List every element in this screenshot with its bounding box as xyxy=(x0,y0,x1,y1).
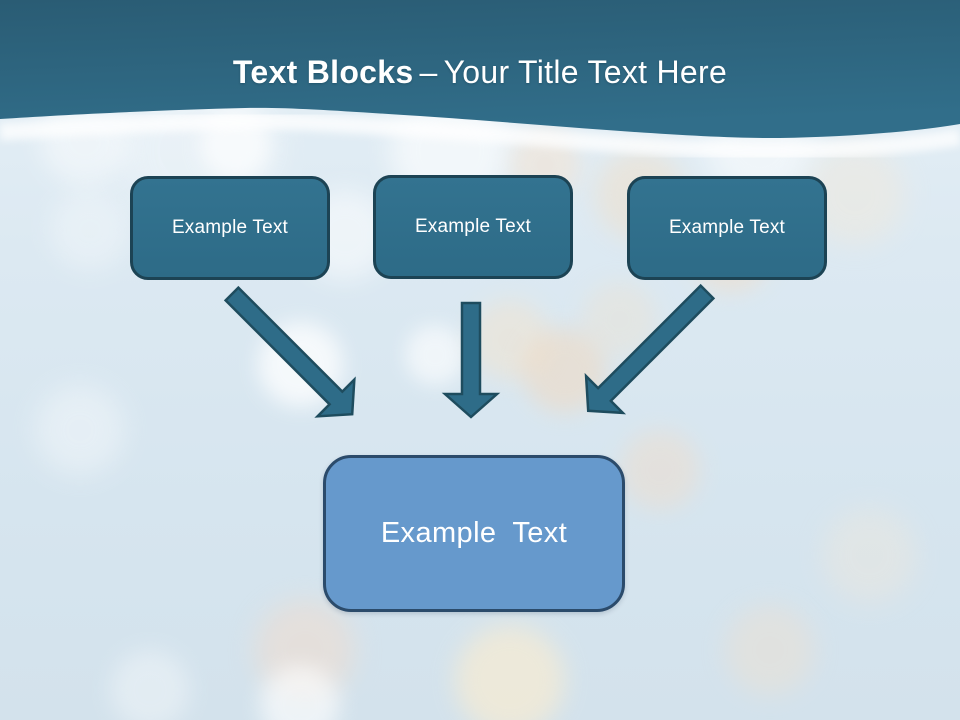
bokeh-circle xyxy=(110,650,190,720)
title-rest-text: Your Title Text Here xyxy=(443,54,728,90)
text-block-2-label: Example Text xyxy=(414,216,532,237)
bokeh-circle xyxy=(620,430,700,510)
result-block[interactable]: Example Text xyxy=(323,455,625,612)
slide-title[interactable]: Text Blocks–Your Title Text Here xyxy=(0,54,960,91)
arrow-down-right-icon[interactable] xyxy=(214,276,371,433)
header-band-shape xyxy=(0,0,960,139)
bokeh-circle xyxy=(455,625,565,720)
result-block-label: Example Text xyxy=(380,517,568,549)
bokeh-circle xyxy=(405,325,465,385)
arrow-down-icon[interactable] xyxy=(441,301,501,419)
text-block-3[interactable]: Example Text xyxy=(627,176,827,280)
title-bold-text: Text Blocks xyxy=(232,54,414,90)
bokeh-circle xyxy=(725,605,815,695)
text-block-2[interactable]: Example Text xyxy=(373,175,573,279)
bokeh-circle xyxy=(35,385,125,475)
bokeh-circle xyxy=(255,600,355,700)
wave-highlight-stripe xyxy=(0,112,960,160)
title-separator: – xyxy=(419,54,438,90)
bokeh-circle xyxy=(470,300,550,380)
header-wave-band xyxy=(0,0,960,160)
bokeh-circle xyxy=(50,190,130,270)
arrow-down-left-icon[interactable] xyxy=(570,274,726,430)
text-block-1-label: Example Text xyxy=(171,217,289,238)
bokeh-circle xyxy=(260,665,340,720)
bokeh-circle xyxy=(822,508,917,603)
text-block-3-label: Example Text xyxy=(668,217,786,238)
text-block-1[interactable]: Example Text xyxy=(130,176,330,280)
